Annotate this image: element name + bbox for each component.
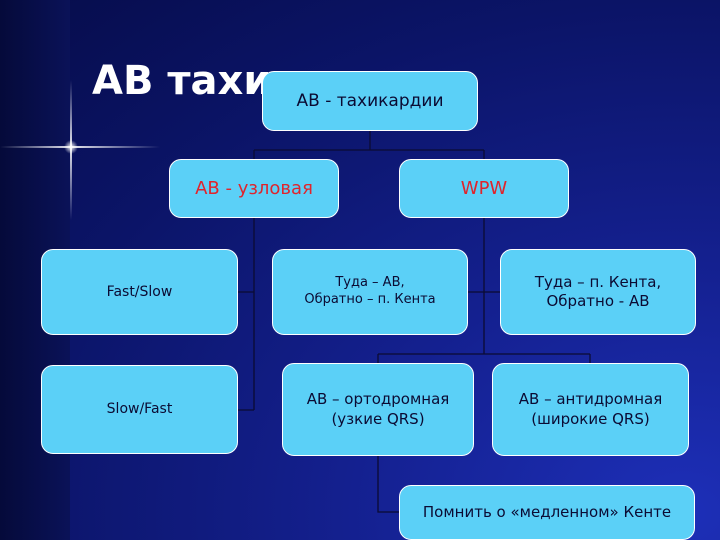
sparkle-center <box>64 140 78 154</box>
node-antegrade-av: Туда – АВ,Обратно – п. Кента <box>272 249 468 335</box>
sparkle-horizontal <box>0 146 160 148</box>
connector-wpw-types <box>377 292 591 363</box>
node-fast-slow: Fast/Slow <box>41 249 238 335</box>
node-av-nodal: АВ - узловая <box>169 159 339 218</box>
connector-wpw-tuda <box>468 218 500 293</box>
node-slow-fast: Slow/Fast <box>41 365 238 454</box>
node-wpw: WPW <box>399 159 569 218</box>
node-antidromic: АВ – антидромная(широкие QRS) <box>492 363 689 456</box>
slide-title: АВ тахи <box>92 58 272 104</box>
node-av-tachycardias: АВ - тахикардии <box>262 71 478 131</box>
connector-ortho-note <box>377 456 399 513</box>
node-orthodromic: АВ – ортодромная(узкие QRS) <box>282 363 474 456</box>
node-slow-kent-note: Помнить о «медленном» Кенте <box>399 485 695 540</box>
connector-root-children <box>253 131 485 159</box>
connector-nodal-children <box>238 218 255 411</box>
node-antegrade-kent: Туда – п. Кента,Обратно - АВ <box>500 249 696 335</box>
